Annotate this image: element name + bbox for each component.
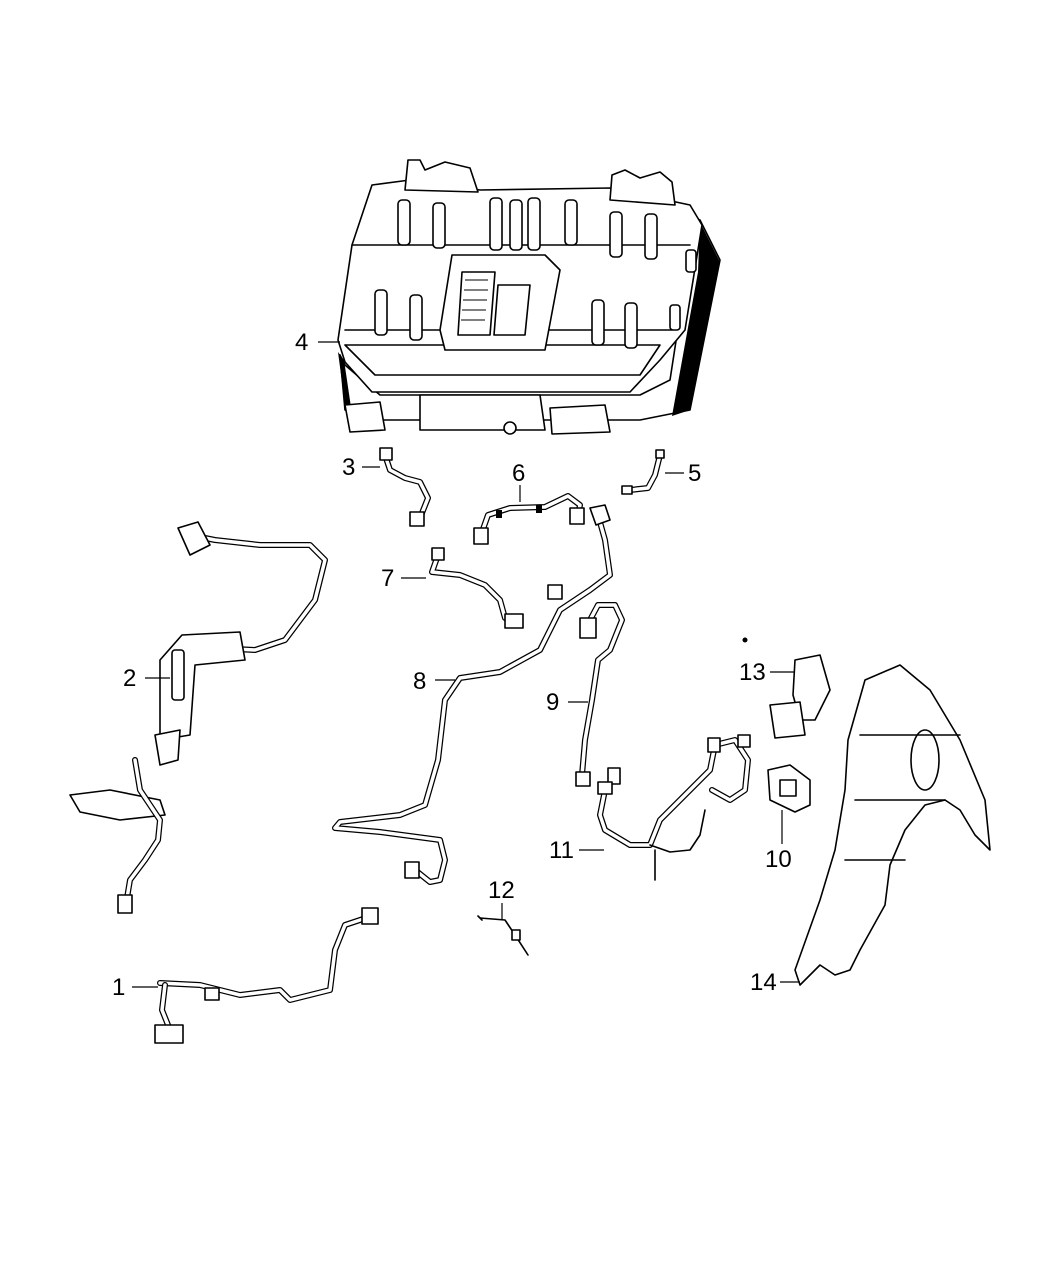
battery-pack[interactable]: [337, 159, 721, 435]
callout-label-12: 12: [488, 877, 515, 904]
callout-label-14: 14: [750, 969, 777, 996]
callout-label-6: 6: [512, 460, 525, 487]
wire-harness-9[interactable]: [575, 602, 625, 787]
callout-14: 14: [750, 969, 800, 996]
callout-label-9: 9: [546, 689, 559, 716]
callout-label-4: 4: [295, 329, 308, 356]
fender-14[interactable]: [794, 664, 991, 986]
wire-harness-6[interactable]: [473, 493, 585, 545]
callout-12: 12: [488, 877, 515, 920]
charge-port-10[interactable]: [767, 764, 811, 813]
callout-11: 11: [549, 837, 604, 864]
callout-3: 3: [342, 454, 380, 481]
callout-13: 13: [739, 659, 794, 686]
callout-6: 6: [512, 460, 525, 502]
callout-10: 10: [765, 810, 792, 873]
callout-label-8: 8: [413, 668, 426, 695]
callout-7: 7: [381, 565, 426, 592]
callout-label-3: 3: [342, 454, 355, 481]
sensor-12[interactable]: [477, 915, 529, 956]
callout-label-7: 7: [381, 565, 394, 592]
cable-5[interactable]: [621, 449, 665, 495]
callout-8: 8: [413, 668, 455, 695]
callout-2: 2: [123, 665, 170, 692]
callout-label-11: 11: [549, 837, 574, 864]
callout-label-2: 2: [123, 665, 136, 692]
wire-harness-2[interactable]: [69, 521, 328, 914]
callout-label-5: 5: [688, 460, 701, 487]
cable-8[interactable]: [332, 504, 613, 885]
callout-9: 9: [546, 689, 588, 716]
wire-harness-7[interactable]: [429, 547, 524, 629]
wire-harness-11[interactable]: [597, 734, 751, 881]
callout-label-13: 13: [739, 659, 766, 686]
callout-1: 1: [112, 974, 158, 1001]
callout-label-10: 10: [765, 846, 792, 873]
callout-4: 4: [295, 329, 340, 356]
wire-harness-3[interactable]: [379, 447, 431, 527]
callout-label-1: 1: [112, 974, 125, 1001]
callout-5: 5: [665, 460, 701, 487]
wire-harness-1[interactable]: [154, 907, 379, 1044]
fuel-door-13[interactable]: [742, 637, 831, 739]
